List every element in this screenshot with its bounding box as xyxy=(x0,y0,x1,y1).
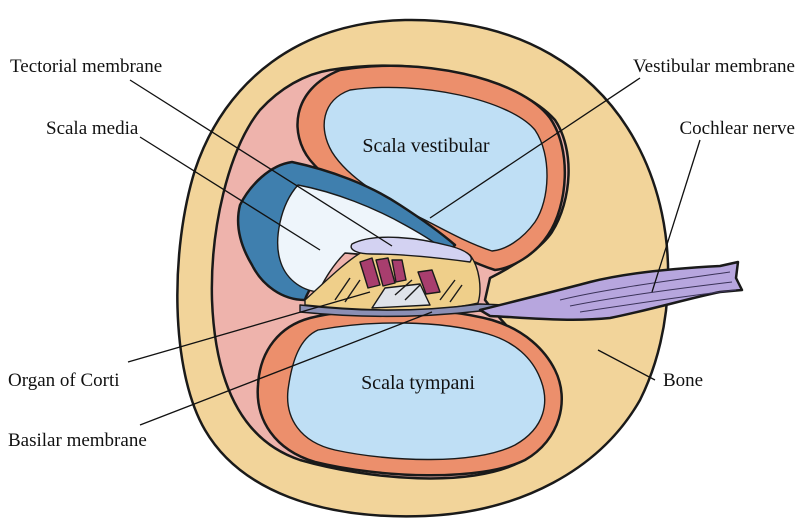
label-tectorial-membrane: Tectorial membrane xyxy=(10,56,162,77)
label-cochlear-nerve: Cochlear nerve xyxy=(679,118,795,139)
label-basilar-membrane: Basilar membrane xyxy=(8,430,147,451)
label-bone: Bone xyxy=(663,370,703,391)
label-vestibular-membrane: Vestibular membrane xyxy=(633,56,795,77)
label-scala-media: Scala media xyxy=(46,118,139,139)
label-scala-vestibular: Scala vestibular xyxy=(362,135,490,157)
label-organ-of-corti: Organ of Corti xyxy=(8,370,120,391)
label-scala-tympani: Scala tympani xyxy=(361,372,475,394)
